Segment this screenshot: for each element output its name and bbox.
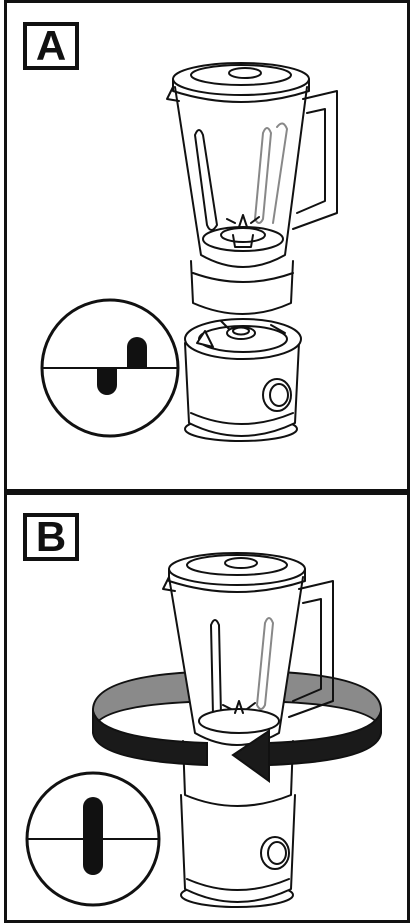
- blender-illustration-a: [7, 3, 407, 489]
- blender-base-icon: [181, 795, 295, 907]
- blender-jar-icon: [167, 63, 337, 314]
- step-panel-b: B: [4, 492, 410, 923]
- alignment-marker-unlocked-icon: [42, 300, 178, 436]
- blender-illustration-b: [7, 495, 407, 920]
- step-panel-a: A: [4, 0, 410, 492]
- alignment-marker-locked-icon: [27, 773, 159, 905]
- blender-base-icon: [185, 319, 301, 441]
